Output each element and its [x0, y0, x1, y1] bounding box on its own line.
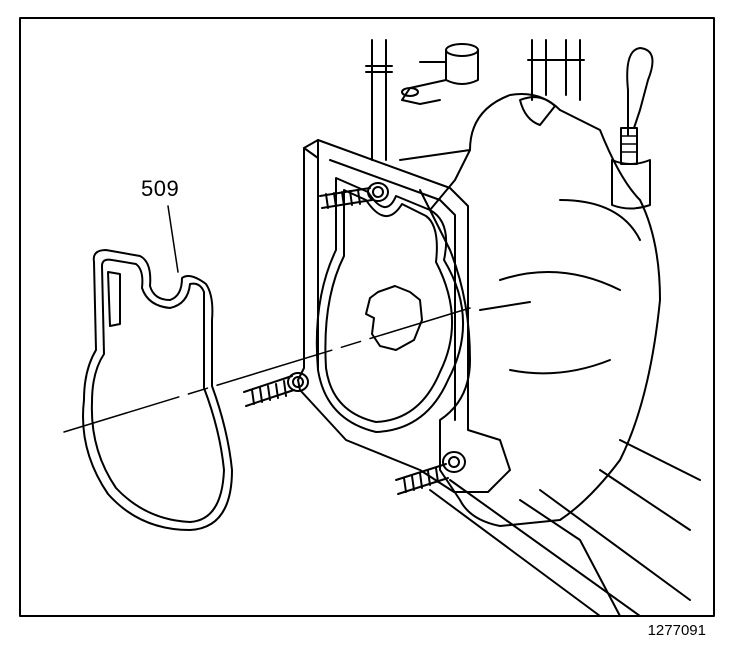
stud-middle: [243, 372, 309, 407]
flange-groove: [315, 177, 464, 433]
throttle-body-flange: [297, 139, 511, 493]
stud-upper: [319, 182, 389, 209]
stud-lower: [395, 451, 466, 495]
frame-border: [19, 17, 715, 617]
figure-number: 1277091: [647, 622, 706, 639]
hose: [626, 47, 654, 136]
alignment-line: [63, 307, 471, 433]
top-fitting: [401, 43, 479, 105]
gasket-509: [82, 249, 233, 531]
throttle-bore: [365, 285, 423, 351]
top-pipes: [365, 39, 585, 161]
callout-leader: [167, 205, 179, 273]
lower-manifold: [429, 439, 701, 617]
callout-label: 509: [141, 176, 180, 201]
